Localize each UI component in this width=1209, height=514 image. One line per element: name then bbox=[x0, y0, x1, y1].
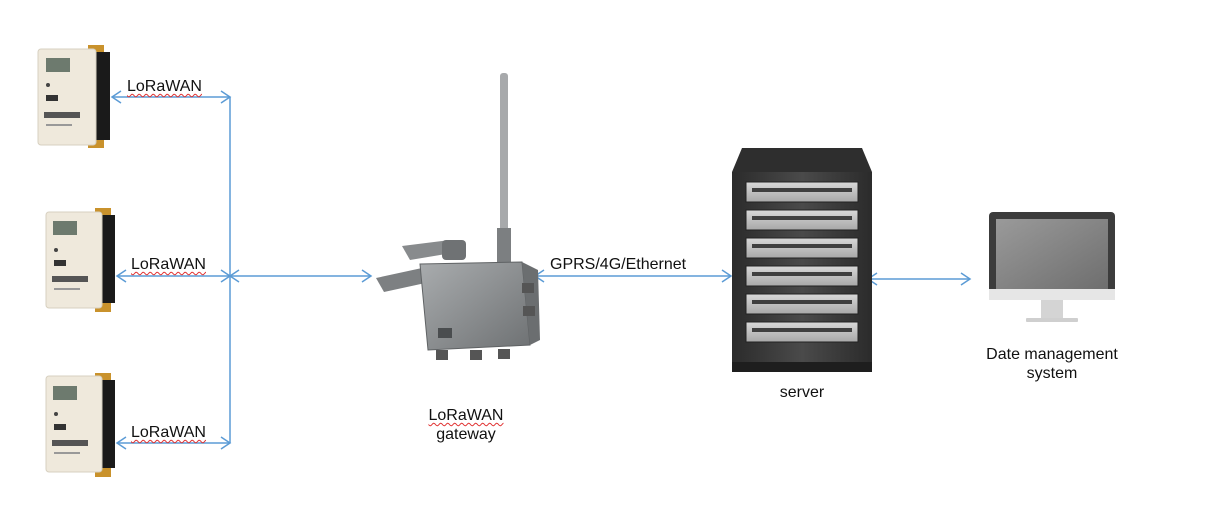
arrow-head bbox=[220, 90, 232, 104]
heat-meter-icon bbox=[45, 373, 115, 477]
data-management-system-label: Date management system bbox=[962, 345, 1142, 383]
server-label: server bbox=[779, 384, 825, 401]
dms-label-line1: Date management bbox=[986, 346, 1118, 363]
connector-lines bbox=[110, 90, 972, 450]
meter-3-protocol-label: LoRaWAN bbox=[131, 424, 206, 441]
arrow-head bbox=[960, 272, 972, 286]
arrow-head bbox=[115, 436, 127, 450]
meter-1-protocol-label: LoRaWAN bbox=[127, 78, 202, 95]
arrow-head bbox=[721, 269, 733, 283]
lorawan-gateway-icon bbox=[376, 73, 540, 360]
heat-meter-icon bbox=[45, 208, 115, 312]
heat-meter-icon bbox=[37, 45, 110, 148]
gateway-label-line2: gateway bbox=[436, 426, 496, 443]
gateway-uplink-label: GPRS/4G/Ethernet bbox=[550, 256, 687, 273]
dms-label-line2: system bbox=[1026, 365, 1078, 382]
gateway-label-line1: LoRaWAN bbox=[428, 407, 504, 424]
arrow-head bbox=[115, 269, 127, 283]
arrow-head bbox=[361, 269, 373, 283]
monitor-icon bbox=[989, 212, 1115, 322]
gateway-label: LoRaWAN gateway bbox=[416, 406, 516, 444]
arrow-head bbox=[110, 90, 122, 104]
server-rack-icon bbox=[732, 148, 872, 372]
meter-2-protocol-label: LoRaWAN bbox=[131, 256, 206, 273]
arrow-head bbox=[228, 269, 240, 283]
arrow-head bbox=[220, 436, 232, 450]
